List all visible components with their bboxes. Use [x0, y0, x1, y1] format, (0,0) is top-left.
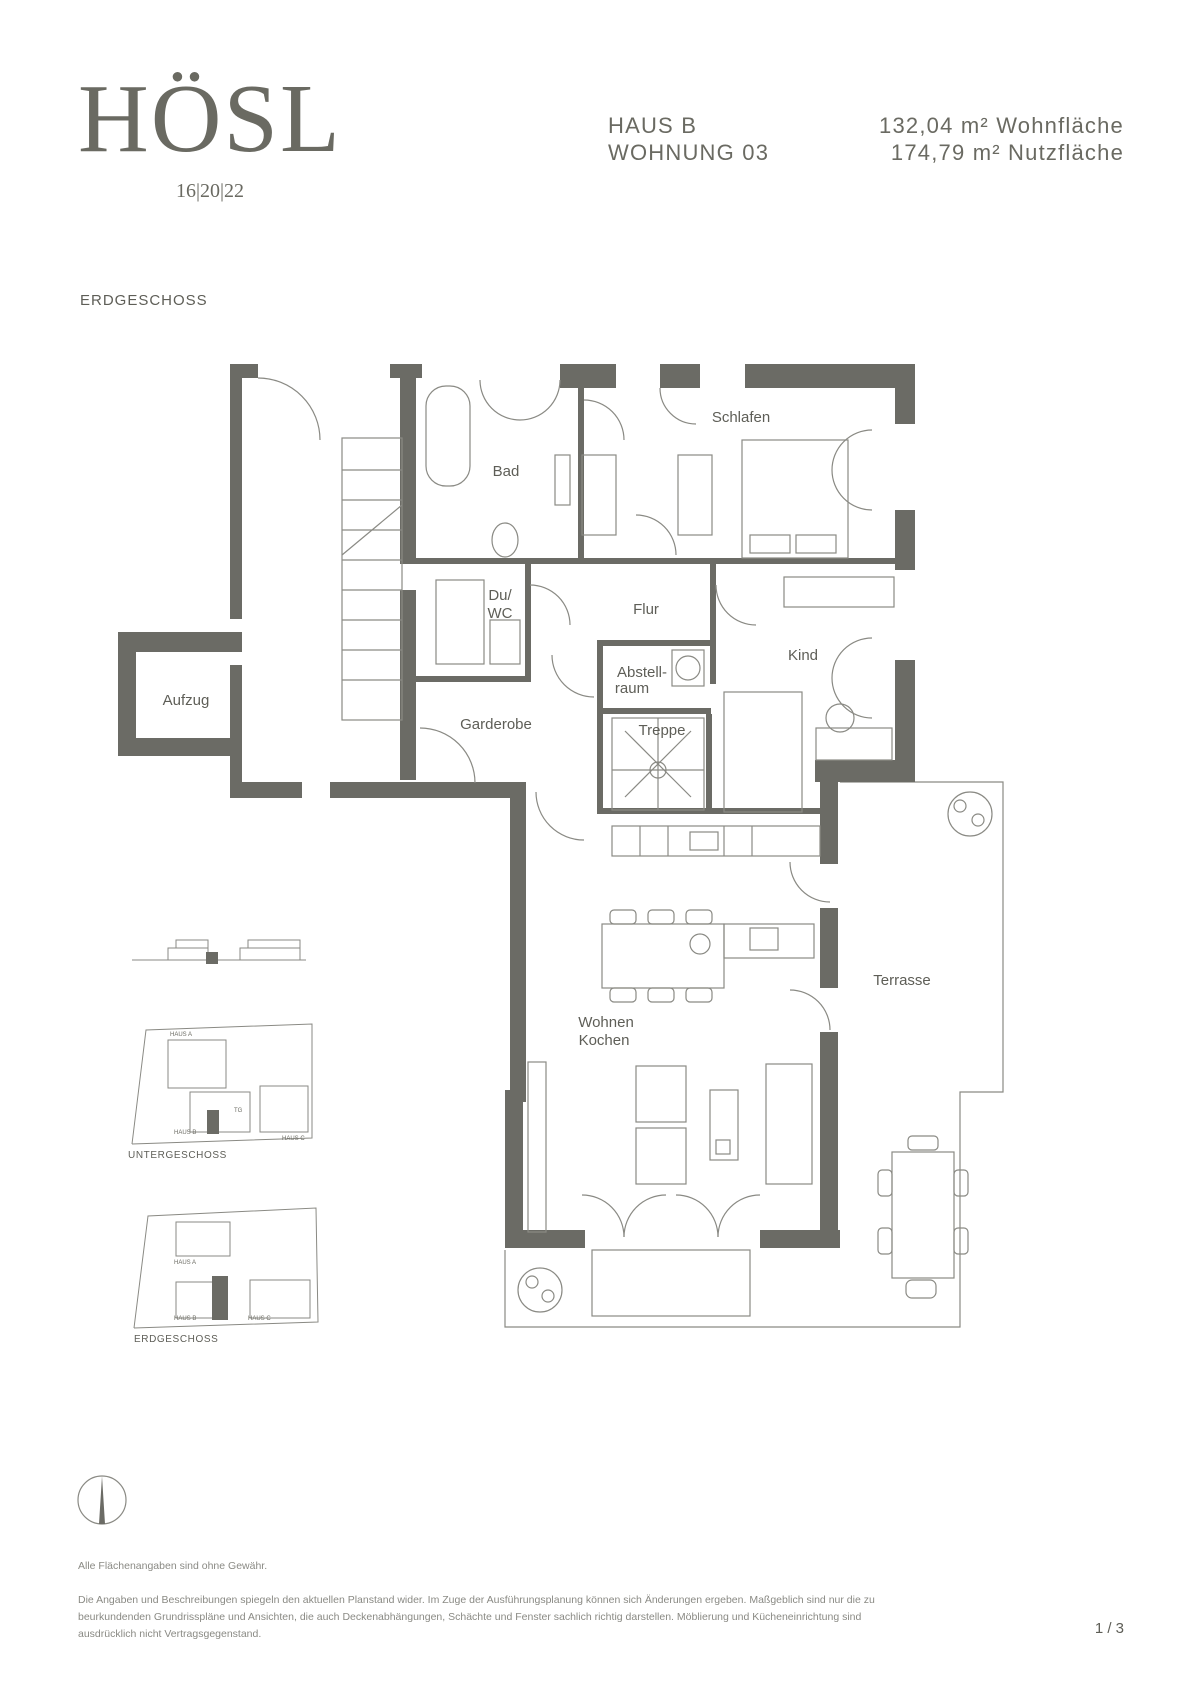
room-label-flur: Flur: [633, 601, 659, 618]
room-label-treppe: Treppe: [639, 722, 686, 739]
room-label-kochen: Kochen: [579, 1032, 630, 1049]
site-label-haus-b: HAUS B: [174, 1130, 196, 1136]
room-label-terrasse: Terrasse: [873, 972, 931, 989]
haus-label: HAUS B: [608, 113, 698, 138]
shower: [435, 579, 485, 665]
site-label-haus-a: HAUS A: [170, 1032, 192, 1038]
site-label-haus-b-eg: HAUS B: [174, 1316, 196, 1322]
coffee-table: [709, 1089, 739, 1161]
room-label-bad: Bad: [493, 463, 520, 480]
area-info: 132,04 m² Wohnfläche 174,79 m² Nutzfläch…: [879, 112, 1124, 166]
wardrobe: [677, 454, 713, 536]
nutzflaeche-label: 174,79 m² Nutzfläche: [890, 140, 1124, 165]
room-label-abstell-1: Abstell-: [617, 664, 667, 681]
unit-info: HAUS B WOHNUNG 03: [608, 112, 769, 166]
kind-wardrobe: [783, 576, 895, 608]
brand-logo: HÖSL: [78, 65, 342, 173]
toilet: [491, 522, 519, 558]
bad-sink: [554, 454, 571, 506]
terrace-outline: [504, 781, 1004, 1328]
plant: [947, 791, 993, 837]
kind-bed: [723, 691, 803, 813]
sofa: [765, 1063, 813, 1185]
site-plan-eg-label: ERDGESCHOSS: [134, 1334, 218, 1345]
site-label-haus-c: HAUS C: [282, 1136, 305, 1142]
door-arc: [257, 377, 321, 441]
brand-subline: 16|20|22: [176, 180, 245, 202]
bathtub: [425, 385, 471, 487]
armchair: [635, 1065, 687, 1123]
site-label-haus-c-eg: HAUS C: [248, 1316, 271, 1322]
terrace-table: [891, 1151, 955, 1279]
kind-desk: [815, 727, 893, 761]
wohnflaeche-label: 132,04 m² Wohnfläche: [879, 113, 1124, 138]
disclaimer-long: Die Angaben und Beschreibungen spiegeln …: [78, 1594, 875, 1640]
north-arrow-icon: [77, 1475, 127, 1525]
double-bed: [741, 439, 849, 559]
sideboard: [527, 1061, 547, 1233]
kitchen-island: [601, 923, 725, 989]
room-label-kind: Kind: [788, 647, 818, 664]
plant: [517, 1267, 563, 1313]
section-sketch: [132, 939, 306, 961]
site-label-haus-a-eg: HAUS A: [174, 1260, 196, 1266]
floor-label: ERDGESCHOSS: [80, 292, 208, 309]
room-label-wohnen: Wohnen: [578, 1014, 634, 1031]
room-label-garderobe: Garderobe: [460, 716, 532, 733]
room-label-abstell-2: raum: [615, 680, 649, 697]
wohnung-label: WOHNUNG 03: [608, 140, 770, 165]
walls: [118, 364, 915, 1248]
room-label-schlafen: Schlafen: [712, 409, 770, 426]
site-plan-ug: [131, 1023, 313, 1145]
balcony: [591, 1249, 751, 1317]
room-label-aufzug: Aufzug: [163, 692, 210, 709]
site-plan-eg: [133, 1207, 319, 1329]
page-number: 1 / 3: [1094, 1620, 1124, 1637]
room-label-duwc-2: WC: [488, 605, 513, 622]
kitchen-counter: [611, 825, 821, 857]
disclaimer-short: Alle Flächenangaben sind ohne Gewähr.: [78, 1560, 268, 1572]
room-label-duwc-1: Du/: [488, 587, 512, 604]
site-plan-ug-label: UNTERGESCHOSS: [128, 1150, 227, 1161]
site-label-tg: TG: [234, 1108, 243, 1114]
main-staircase: [341, 437, 403, 721]
